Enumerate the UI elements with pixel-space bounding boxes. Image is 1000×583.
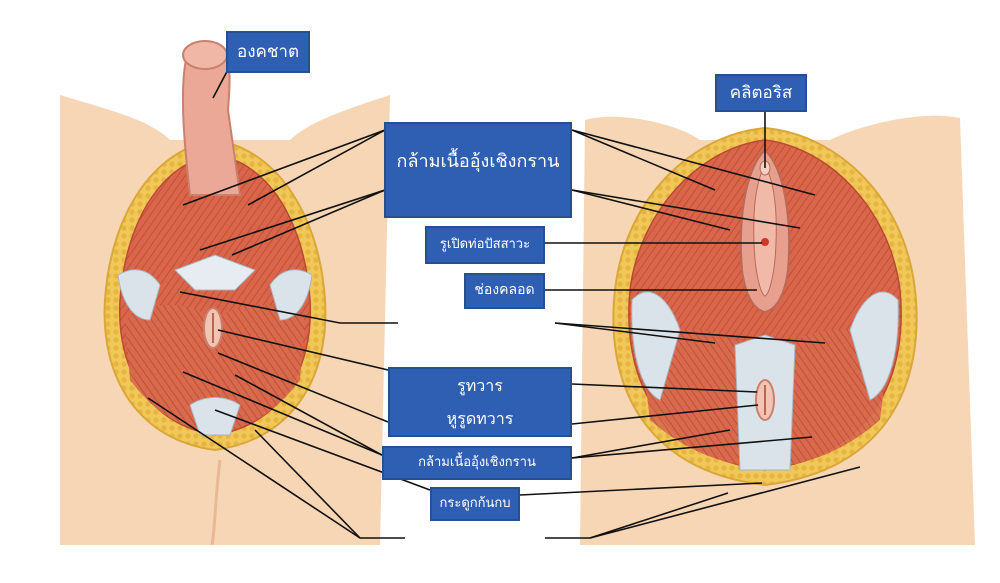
urethral-opening-shape [761,238,769,246]
male-buttock-cleft [210,459,222,546]
label-anal-sphincter-text: หูรูดทวาร [446,408,514,428]
female-fascia-left [631,291,681,401]
label-pelvic-floor-bottom: กล้ามเนื้ออุ้งเชิงกราน [382,446,572,480]
label-penis: องคชาต [226,31,310,73]
label-clitoris-text: คลิตอริส [729,82,793,103]
label-coccyx: กระดูกก้นกบ [430,487,520,521]
label-pelvic-floor-bottom-text: กล้ามเนื้ออุ้งเชิงกราน [418,454,536,470]
label-anus-text: รูทวาร [457,375,503,395]
male-fascia-center [174,254,256,291]
male-perineum-figure [60,40,390,546]
label-anus-sphincter: รูทวาร หูรูดทวาร [388,367,572,437]
male-fascia-left [117,269,161,321]
label-vagina: ช่องคลอด [464,273,545,309]
male-lower-muscles [125,305,305,432]
label-coccyx-text: กระดูกก้นกบ [439,495,511,511]
leader-lines [147,61,861,539]
vestibule [753,163,777,297]
label-penis-text: องคชาต [236,41,299,62]
label-pelvic-muscles-top-text: กล้ามเนื้ออุ้งเชิงกราน [396,151,560,172]
male-fascia-right [269,269,313,321]
male-coccyx-patch [189,397,241,436]
label-pelvic-muscles-top: กล้ามเนื้ออุ้งเชิงกราน [384,122,572,218]
female-perineum-figure [580,115,975,545]
label-vagina-text: ช่องคลอด [474,282,535,299]
label-urethral-opening: รูเปิดท่อปัสสาวะ [425,226,545,264]
label-clitoris: คลิตอริส [715,74,807,112]
label-urethral-opening-text: รูเปิดท่อปัสสาวะ [439,236,531,252]
female-fascia-right [849,291,899,401]
penis-glans [182,40,228,70]
